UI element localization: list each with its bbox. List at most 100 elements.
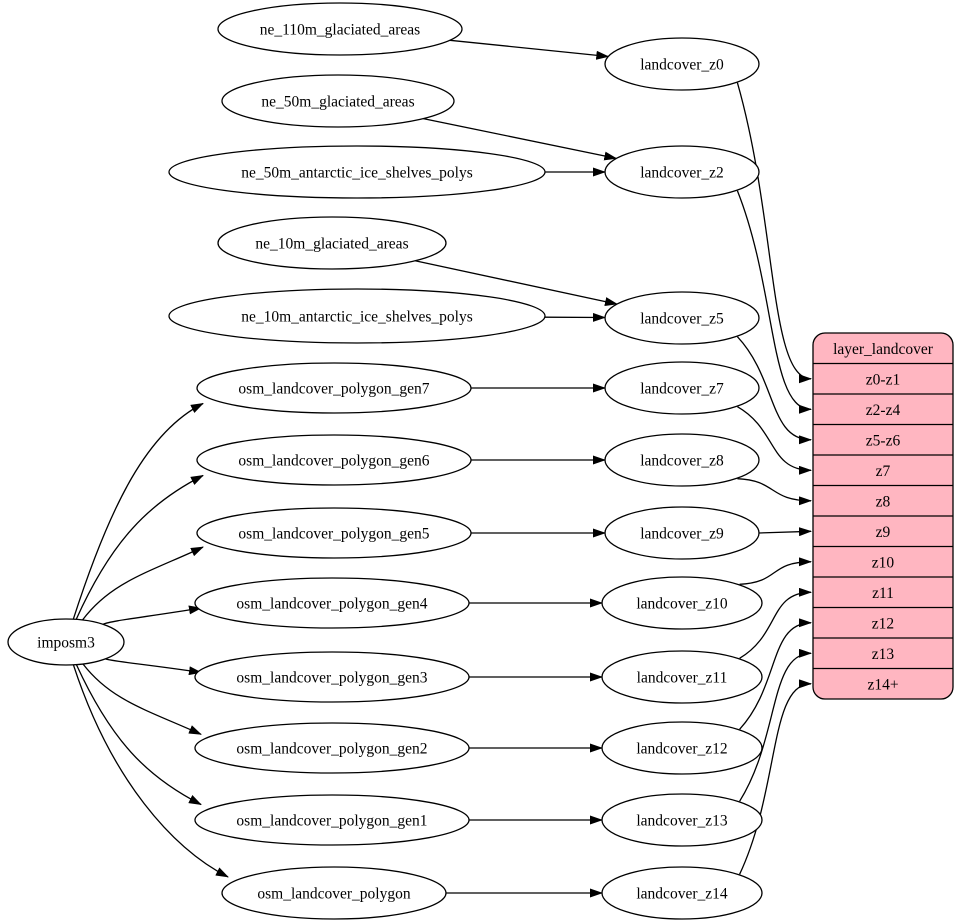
node-label: ne_10m_glaciated_areas	[255, 236, 408, 253]
node-osm_landcover_polygon_gen6: osm_landcover_polygon_gen6	[196, 434, 472, 486]
node-ellipse	[221, 866, 447, 920]
node-label: landcover_z5	[640, 311, 724, 328]
node-ellipse	[604, 433, 760, 487]
node-label: landcover_z2	[640, 165, 724, 182]
edge-landcover_z14-to-z14+	[739, 679, 812, 875]
node-label: landcover_z13	[636, 813, 727, 830]
table-title: layer_landcover	[833, 341, 934, 358]
node-landcover_z14: landcover_z14	[601, 866, 763, 920]
node-landcover_z2: landcover_z2	[604, 145, 760, 199]
node-ellipse	[604, 506, 760, 560]
node-landcover_z0: landcover_z0	[604, 37, 760, 91]
node-imposm3: imposm3	[7, 618, 125, 666]
node-label: osm_landcover_polygon_gen6	[238, 453, 429, 470]
edge-landcover_z5-to-z5-z6	[736, 336, 812, 445]
node-ellipse	[168, 288, 546, 344]
node-label: osm_landcover_polygon	[257, 886, 411, 903]
edge-landcover_z12-to-z12	[739, 618, 812, 730]
edge-landcover_z2-to-z2-z4	[736, 190, 812, 414]
table-row-label-z10: z10	[872, 554, 895, 571]
node-osm_landcover_polygon_gen7: osm_landcover_polygon_gen7	[196, 362, 472, 414]
table-row-label-z7: z7	[876, 463, 891, 480]
node-landcover_z10: landcover_z10	[601, 576, 763, 630]
edge-imposm3-to-osm_landcover_polygon	[72, 664, 229, 878]
table-row-label-z9: z9	[876, 524, 891, 541]
table-row-label-z14+: z14+	[867, 676, 898, 693]
node-osm_landcover_polygon_gen5: osm_landcover_polygon_gen5	[196, 507, 472, 559]
edge-ne_110m_glaciated_areas-to-landcover_z0	[449, 39, 610, 60]
node-ellipse	[601, 866, 763, 920]
edge-landcover_z11-to-z11	[739, 587, 812, 659]
node-ellipse	[601, 721, 763, 775]
node-osm_landcover_polygon_gen3: osm_landcover_polygon_gen3	[194, 651, 470, 703]
node-label: ne_10m_antarctic_ice_shelves_polys	[241, 309, 473, 326]
node-landcover_z8: landcover_z8	[604, 433, 760, 487]
node-ellipse	[194, 722, 470, 774]
node-ellipse	[196, 362, 472, 414]
edge-landcover_z10-to-z10	[739, 557, 812, 585]
node-osm_landcover_polygon_gen4: osm_landcover_polygon_gen4	[194, 577, 470, 629]
node-ellipse	[221, 74, 455, 128]
node-ellipse	[194, 651, 470, 703]
table-row-label-z13: z13	[872, 646, 895, 663]
edges-layer	[72, 39, 812, 898]
node-label: landcover_z0	[640, 57, 724, 74]
node-ellipse	[217, 216, 447, 270]
node-ne_50m_antarctic_ice_shelves_polys: ne_50m_antarctic_ice_shelves_polys	[168, 145, 546, 199]
edge-imposm3-to-osm_landcover_polygon_gen6	[75, 474, 204, 620]
node-label: osm_landcover_polygon_gen1	[236, 813, 427, 830]
edge-imposm3-to-osm_landcover_polygon_gen4	[102, 605, 202, 625]
node-label: landcover_z8	[640, 453, 724, 470]
node-label: osm_landcover_polygon_gen7	[238, 381, 429, 398]
node-label: landcover_z10	[636, 596, 727, 613]
node-label: landcover_z9	[640, 526, 724, 543]
edge-landcover_z9-to-z9	[758, 527, 812, 537]
node-label: osm_landcover_polygon_gen4	[236, 596, 427, 613]
node-ellipse	[217, 2, 463, 56]
node-label: landcover_z11	[637, 670, 728, 687]
node-ellipse	[7, 618, 125, 666]
node-ellipse	[601, 793, 763, 847]
table-row-label-z12: z12	[872, 615, 894, 632]
node-ellipse	[194, 794, 470, 846]
edge-landcover_z0-to-z0-z1	[736, 82, 812, 384]
node-label: osm_landcover_polygon_gen3	[236, 670, 427, 687]
node-landcover_z11: landcover_z11	[601, 650, 763, 704]
node-ne_10m_antarctic_ice_shelves_polys: ne_10m_antarctic_ice_shelves_polys	[168, 288, 546, 344]
node-osm_landcover_polygon: osm_landcover_polygon	[221, 866, 447, 920]
table-row-label-z0-z1: z0-z1	[866, 371, 900, 388]
node-osm_landcover_polygon_gen2: osm_landcover_polygon_gen2	[194, 722, 470, 774]
node-label: landcover_z14	[636, 886, 727, 903]
node-ellipse	[601, 576, 763, 630]
node-label: landcover_z12	[636, 741, 727, 758]
table-row-label-z8: z8	[876, 493, 891, 510]
node-label: osm_landcover_polygon_gen2	[236, 741, 427, 758]
edge-landcover_z7-to-z7	[737, 406, 812, 475]
node-ellipse	[194, 577, 470, 629]
node-label: osm_landcover_polygon_gen5	[238, 526, 429, 543]
node-landcover_z13: landcover_z13	[601, 793, 763, 847]
node-ne_110m_glaciated_areas: ne_110m_glaciated_areas	[217, 2, 463, 56]
edge-imposm3-to-osm_landcover_polygon_gen1	[75, 664, 202, 806]
node-landcover_z12: landcover_z12	[601, 721, 763, 775]
node-ellipse	[604, 291, 760, 345]
edge-imposm3-to-osm_landcover_polygon_gen3	[105, 658, 202, 676]
node-label: ne_50m_glaciated_areas	[261, 94, 414, 111]
node-label: imposm3	[37, 635, 95, 652]
node-label: landcover_z7	[640, 381, 724, 398]
edge-imposm3-to-osm_landcover_polygon_gen2	[82, 663, 202, 735]
node-ne_10m_glaciated_areas: ne_10m_glaciated_areas	[217, 216, 447, 270]
node-ellipse	[604, 145, 760, 199]
node-ne_50m_glaciated_areas: ne_50m_glaciated_areas	[221, 74, 455, 128]
table-row-label-z5-z6: z5-z6	[866, 432, 901, 449]
node-label: ne_50m_antarctic_ice_shelves_polys	[241, 165, 473, 182]
node-ellipse	[196, 434, 472, 486]
node-ellipse	[168, 145, 546, 199]
table-layer: layer_landcoverz0-z1z2-z4z5-z6z7z8z9z10z…	[812, 332, 954, 700]
edge-imposm3-to-osm_landcover_polygon_gen7	[72, 402, 204, 620]
nodes-layer: imposm3 ne_110m_glaciated_areas ne_50m_gla…	[7, 2, 763, 920]
node-label: ne_110m_glaciated_areas	[260, 22, 420, 39]
node-ellipse	[604, 361, 760, 415]
